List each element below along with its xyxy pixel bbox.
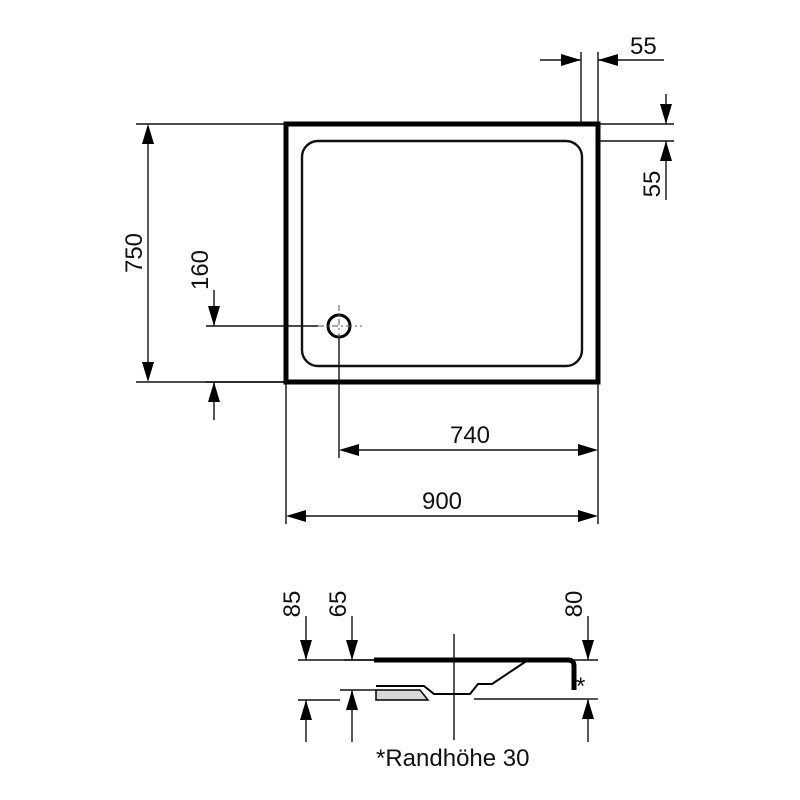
arrow-left-55h xyxy=(598,54,618,66)
arrow-down-55v xyxy=(660,104,672,124)
arrow-right-55h xyxy=(561,54,581,66)
dim-width-label: 900 xyxy=(422,488,462,515)
section-profile xyxy=(374,657,577,690)
dim-tray-height-label: 65 xyxy=(325,591,352,618)
arrow-down-160 xyxy=(208,306,220,326)
arrow-right-740 xyxy=(578,444,598,456)
dim-total-height-label: 85 xyxy=(279,591,306,618)
arrow-left-900 xyxy=(286,510,306,522)
section-basin xyxy=(376,659,529,695)
dim-depth-label: 750 xyxy=(121,233,148,273)
arrow-up-55v xyxy=(660,141,672,161)
arrow-down-85 xyxy=(300,640,312,660)
arrow-up-80 xyxy=(582,699,594,719)
dim-drain-bottom-label: 160 xyxy=(187,250,214,290)
dim-rim-height-label: 80 xyxy=(561,591,588,618)
dim-rim-top-label: 55 xyxy=(639,171,666,198)
arrow-down-80 xyxy=(582,640,594,660)
arrow-up-85 xyxy=(300,700,312,720)
arrow-right-900 xyxy=(578,510,598,522)
dim-rim-right-label: 55 xyxy=(630,33,657,60)
rim-asterisk: * xyxy=(576,673,585,700)
rim-height-note: *Randhöhe 30 xyxy=(376,745,529,772)
arrow-up-750 xyxy=(142,124,154,144)
arrow-down-65 xyxy=(346,640,358,660)
basin-outline xyxy=(300,139,584,368)
dim-drain-right-label: 740 xyxy=(450,422,490,449)
arrow-up-160 xyxy=(208,382,220,402)
tray-outline xyxy=(283,121,601,385)
arrow-up-65 xyxy=(346,690,358,710)
arrow-down-750 xyxy=(142,362,154,382)
arrow-left-740 xyxy=(339,444,359,456)
section-underside xyxy=(375,689,430,701)
plan-view: 750 160 740 900 55 xyxy=(121,33,674,524)
section-view: 85 65 80 * *Randhöhe 30 xyxy=(279,591,598,772)
